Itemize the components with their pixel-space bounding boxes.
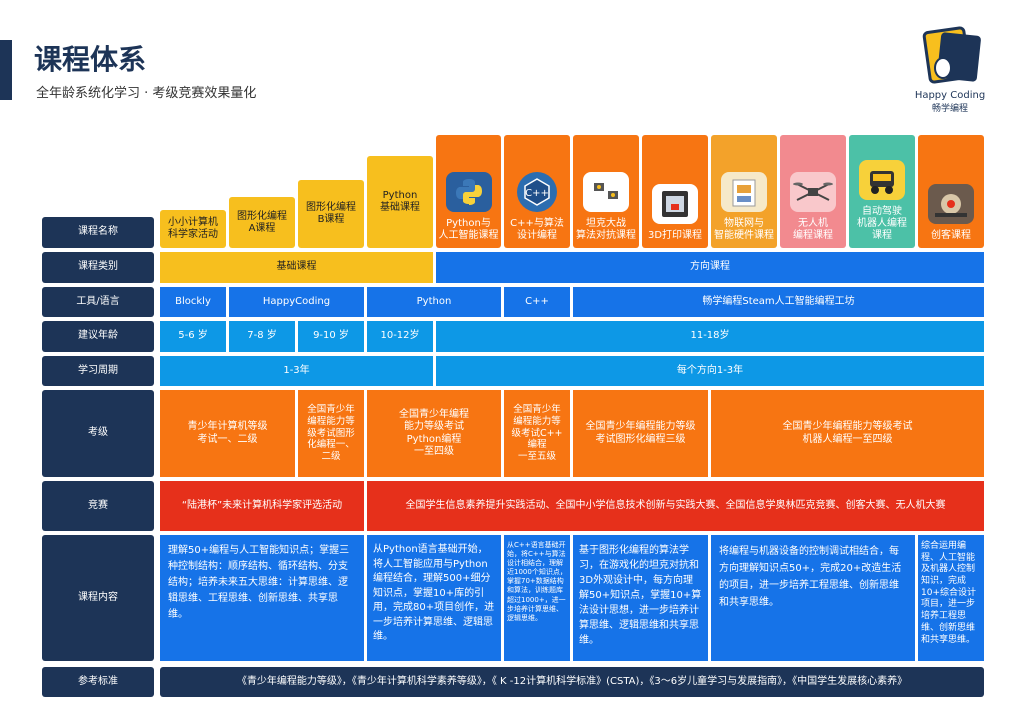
content-cell-3: 基于图形化编程的算法学习，在游戏化的坦克对抗和3D外观设计中，每方向理解50+知… <box>573 535 708 661</box>
title-accent-bar <box>0 40 12 100</box>
tool-happycoding: HappyCoding <box>229 287 364 317</box>
course-label: 图形化编程 B课程 <box>306 202 356 225</box>
exam-cell-5: 全国青少年编程能力等级考试 机器人编程一至四级 <box>711 390 984 477</box>
course-header-2: 图形化编程 B课程 <box>298 180 364 248</box>
row-label-exam: 考级 <box>42 390 154 477</box>
age-7-8: 7-8 岁 <box>229 321 295 352</box>
row-label-content: 课程内容 <box>42 535 154 661</box>
course-label: 图形化编程 A课程 <box>237 210 287 234</box>
age-5-6: 5-6 岁 <box>160 321 226 352</box>
row-label-competition: 竞赛 <box>42 481 154 531</box>
period-basic: 1-3年 <box>160 356 433 386</box>
age-9-10: 9-10 岁 <box>298 321 364 352</box>
svg-text:C++: C++ <box>525 188 549 199</box>
competition-cell-1: 全国学生信息素养提升实践活动、全国中小学信息技术创新与实践大赛、全国信息学奥林匹… <box>367 481 984 531</box>
age-11-18: 11-18岁 <box>436 321 984 352</box>
course-header-9: 无人机 编程课程 <box>780 135 846 248</box>
exam-cell-2: 全国青少年编程 能力等级考试 Python编程 一至四级 <box>367 390 501 477</box>
exam-cell-3: 全国青少年 编程能力等 级考试C++ 编程 一至五级 <box>504 390 570 477</box>
course-label: 自动驾驶 机器人编程 课程 <box>857 206 907 241</box>
course-label: Python 基础课程 <box>380 190 420 213</box>
page-subtitle: 全年龄系统化学习 · 考级竞赛效果量化 <box>36 86 257 101</box>
course-label: Python与 人工智能课程 <box>438 218 499 241</box>
competition-cell-0: “陆港杯”未来计算机科学家评选活动 <box>160 481 364 531</box>
content-cell-0: 理解50+编程与人工智能知识点；掌握三种控制结构：顺序结构、循环结构、分支结构；… <box>160 535 364 661</box>
tool-python: Python <box>367 287 501 317</box>
content-cell-5: 综合运用编程、人工智能及机器人控制知识，完成10+综合设计项目，进一步培养工程思… <box>918 535 984 661</box>
content-cell-2: 从C++语言基础开始，将C++与算法设计相结合，理解近1000个知识点，掌握70… <box>504 535 570 661</box>
tool-blockly: Blockly <box>160 287 226 317</box>
page-title: 课程体系 <box>34 43 147 76</box>
course-label: C++与算法 设计编程 <box>510 218 564 241</box>
content-cell-4: 将编程与机器设备的控制调试相结合，每方向理解知识点50+，完成20+改造生活的项… <box>711 535 915 661</box>
course-label: 小小计算机 科学家活动 <box>168 217 218 240</box>
python-icon <box>445 172 492 212</box>
row-label-period: 学习周期 <box>42 356 154 386</box>
row-label-tools: 工具/语言 <box>42 287 154 317</box>
course-header-4: Python与 人工智能课程 <box>436 135 501 248</box>
cpp-icon: C++ <box>517 172 557 212</box>
tool-steam-workshop: 畅学编程Steam人工智能编程工坊 <box>573 287 984 317</box>
row-label-category: 课程类别 <box>42 252 154 283</box>
exam-cell-0: 青少年计算机等级 考试一、二级 <box>160 390 295 477</box>
course-header-6: 坦克大战 算法对抗课程 <box>573 135 639 248</box>
drone-icon <box>790 172 836 212</box>
age-10-12: 10-12岁 <box>367 321 433 352</box>
course-header-10: 自动驾驶 机器人编程 课程 <box>849 135 915 248</box>
course-label: 无人机 编程课程 <box>793 218 833 241</box>
logo-mark-icon <box>922 26 981 84</box>
tool-cpp: C++ <box>504 287 570 317</box>
logo-text: Happy Coding <box>914 90 986 101</box>
logo: Happy Coding 畅学编程 <box>905 24 995 114</box>
period-direction: 每个方向1-3年 <box>436 356 984 386</box>
logo-cn-text: 畅学编程 <box>931 104 968 114</box>
row-label-course-name: 课程名称 <box>42 217 154 248</box>
reference-cell: 《青少年编程能力等级》，《青少年计算机科学素养等级》，《 K -12计算机科学标… <box>160 667 984 697</box>
content-cell-1: 从Python语言基础开始，将人工智能应用与Python编程结合，理解500+细… <box>367 535 501 661</box>
maker-icon <box>928 184 974 224</box>
row-label-age: 建议年龄 <box>42 321 154 352</box>
course-label: 3D打印课程 <box>647 230 703 241</box>
3d-printer-icon <box>652 184 698 224</box>
exam-cell-1: 全国青少年 编程能力等 级考试图形 化编程一、 二级 <box>298 390 364 477</box>
course-header-3: Python 基础课程 <box>367 156 433 248</box>
course-header-8: 物联网与 智能硬件课程 <box>711 135 777 248</box>
course-header-7: 3D打印课程 <box>642 135 708 248</box>
course-header-5: C++ C++与算法 设计编程 <box>504 135 570 248</box>
course-header-11: 创客课程 <box>918 135 984 248</box>
course-label: 创客课程 <box>931 230 971 241</box>
row-label-reference: 参考标准 <box>42 667 154 697</box>
category-direction: 方向课程 <box>436 252 984 283</box>
exam-cell-4: 全国青少年编程能力等级 考试图形化编程三级 <box>573 390 708 477</box>
category-basic: 基础课程 <box>160 252 433 283</box>
course-header-1: 图形化编程 A课程 <box>229 197 295 248</box>
tank-icon <box>583 172 629 212</box>
course-label: 坦克大战 算法对抗课程 <box>576 218 636 241</box>
robot-car-icon <box>859 160 905 200</box>
iot-icon <box>721 172 767 212</box>
course-header-0: 小小计算机 科学家活动 <box>160 210 226 248</box>
course-label: 物联网与 智能硬件课程 <box>714 218 774 241</box>
